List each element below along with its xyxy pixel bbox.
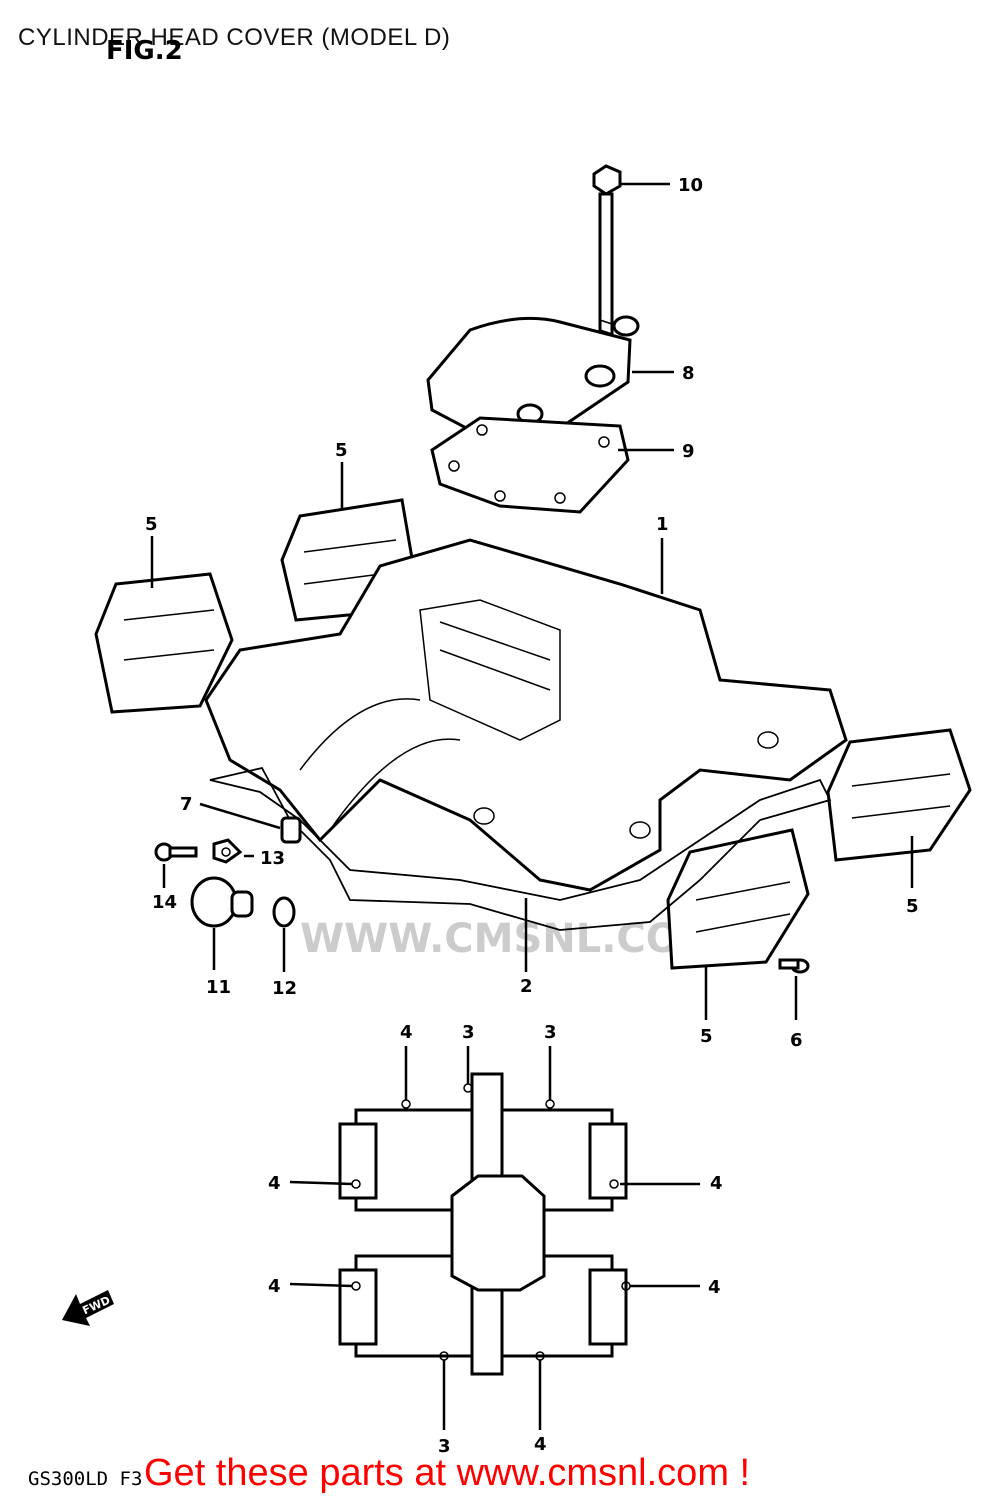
parts-banner-link[interactable]: Get these parts at www.cmsnl.com ! bbox=[144, 1452, 751, 1494]
callout-5-lower: 5 bbox=[700, 1026, 713, 1047]
callout-5-upper: 5 bbox=[335, 440, 348, 461]
callout-4-low-left: 4 bbox=[268, 1276, 281, 1297]
gasket-part-9 bbox=[430, 416, 630, 514]
o-ring-part-12 bbox=[272, 896, 296, 928]
side-cover-part-5-right bbox=[826, 728, 972, 862]
side-cover-part-5-lower bbox=[666, 828, 810, 970]
clamp-part-13 bbox=[212, 838, 243, 864]
callout-6: 6 bbox=[790, 1030, 803, 1051]
figure-label: FIG.2 bbox=[106, 36, 183, 66]
callout-3-top-left: 3 bbox=[462, 1022, 475, 1043]
callout-4-top: 4 bbox=[400, 1022, 413, 1043]
plug-part-11 bbox=[190, 876, 254, 928]
model-code: GS300LD F3 bbox=[28, 1468, 143, 1490]
callout-9: 9 bbox=[682, 441, 695, 462]
side-cover-part-5-left bbox=[94, 572, 234, 714]
callout-11: 11 bbox=[206, 977, 231, 998]
callout-3-top-right: 3 bbox=[544, 1022, 557, 1043]
callout-14: 14 bbox=[152, 892, 177, 913]
oil-seal-part-7 bbox=[280, 816, 302, 844]
callout-10: 10 bbox=[678, 175, 703, 196]
callout-2: 2 bbox=[520, 976, 533, 997]
callout-7: 7 bbox=[180, 794, 193, 815]
head-cover-part-1 bbox=[204, 538, 848, 892]
callout-12: 12 bbox=[272, 978, 297, 999]
callout-13: 13 bbox=[260, 848, 285, 869]
screw-part-14 bbox=[154, 842, 198, 862]
callout-8: 8 bbox=[682, 363, 695, 384]
callout-4-mid-right: 4 bbox=[710, 1173, 723, 1194]
callout-4-bottom: 4 bbox=[534, 1434, 547, 1455]
gasket-layout-view bbox=[338, 1072, 631, 1376]
cover-cap-part-8 bbox=[426, 315, 640, 436]
callout-4-mid-left: 4 bbox=[268, 1173, 281, 1194]
callout-1: 1 bbox=[656, 514, 669, 535]
gasket-part-2 bbox=[209, 766, 832, 931]
page-title: CYLINDER HEAD COVER (MODEL D) bbox=[18, 24, 451, 51]
callout-labels: 10 8 9 5 5 1 7 13 14 11 12 2 5 5 6 4 3 3… bbox=[145, 175, 919, 1457]
callout-3-bottom: 3 bbox=[438, 1436, 451, 1457]
forward-arrow-icon: FWD bbox=[62, 1290, 114, 1326]
callout-4-low-right: 4 bbox=[708, 1277, 721, 1298]
leader-lines bbox=[150, 182, 914, 1430]
callout-5-right: 5 bbox=[906, 896, 919, 917]
callout-5-left: 5 bbox=[145, 514, 158, 535]
screw-part-6 bbox=[778, 958, 810, 974]
watermark-text: WWW.CMSNL.COM bbox=[300, 916, 720, 962]
